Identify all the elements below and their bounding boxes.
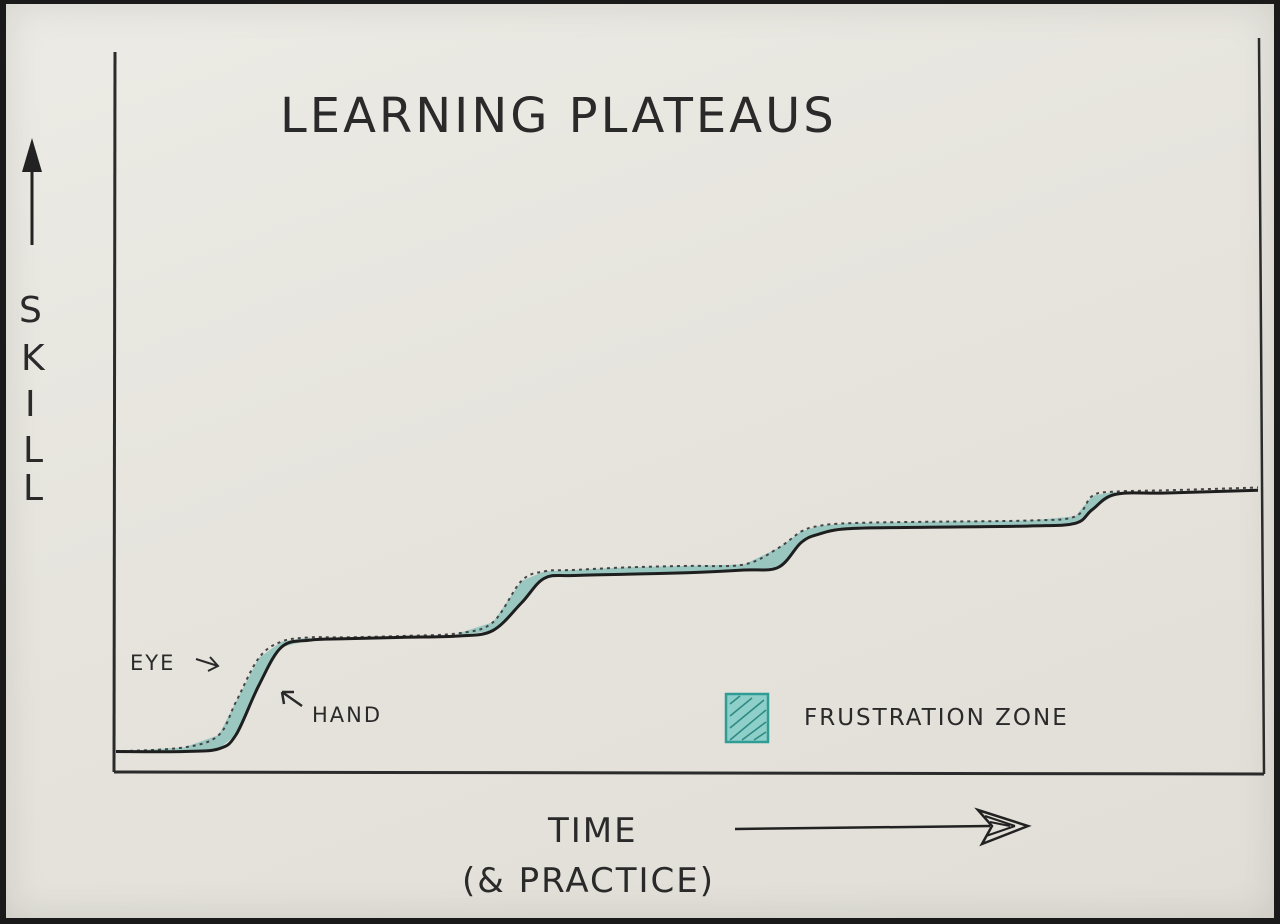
x-axis-arrow-head [974,807,1032,847]
eye-curve [115,486,1259,753]
annotation-eye: EYE [130,651,175,675]
right-border-line [1257,37,1266,775]
legend-label: FRUSTRATION ZONE [804,705,1069,731]
legend-swatch-hatch [729,695,767,741]
paper-background [6,4,1274,918]
y-axis-label-letter: L [23,468,45,509]
eye-pointer-arrow [195,656,220,672]
x-axis-arrow-shaft [734,824,991,831]
x-axis-line [113,770,1265,776]
x-axis-arrow-head-hatch [984,815,1016,837]
annotation-hand: HAND [312,703,382,727]
frustration-zone [458,491,1116,636]
legend: FRUSTRATION ZONE [724,692,1069,744]
hand-pointer-arrow [280,690,303,708]
y-axis-arrow-head [22,138,42,172]
chart-title: LEARNING PLATEAUS [280,88,837,144]
frustration-zone [116,637,311,752]
hand-curve [115,488,1259,754]
y-axis-label-letter: S [19,290,44,331]
x-axis-sublabel: (& PRACTICE) [462,861,715,901]
y-axis-label-letter: I [25,384,38,425]
y-axis-label-letter: L [23,430,45,471]
y-axis-label-letter: K [21,338,47,379]
x-axis-label: TIME [547,811,638,851]
frustration-zones [116,491,1116,752]
y-axis-label: S K I L L [19,290,47,509]
y-axis-line [112,51,117,773]
